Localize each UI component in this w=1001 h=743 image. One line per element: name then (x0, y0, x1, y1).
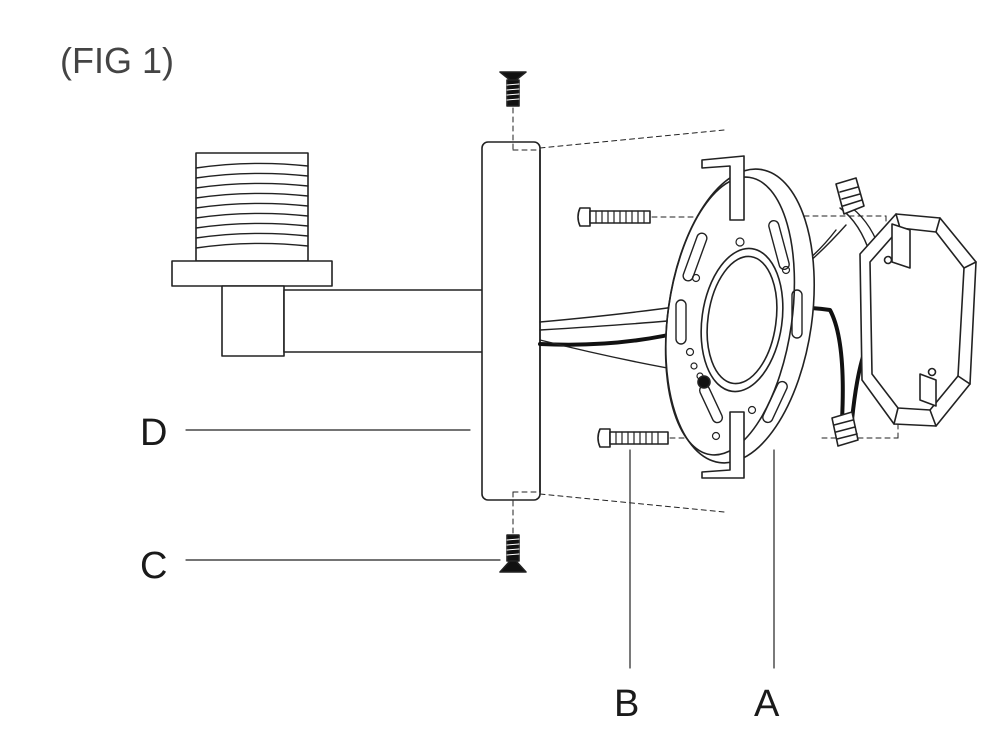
lamp-socket (171, 152, 333, 357)
callout-c: C (140, 545, 168, 587)
socket-threads (195, 162, 309, 249)
figure-title: (FIG 1) (60, 40, 174, 81)
wire-nut-bottom (831, 411, 859, 447)
mounting-bracket (664, 155, 816, 479)
junction-box (859, 213, 977, 427)
arm-tube (283, 289, 485, 353)
callout-b: B (614, 683, 640, 725)
callout-leaders (185, 429, 775, 669)
callout-a: A (754, 683, 780, 725)
mounting-screw-bottom (597, 428, 669, 448)
backplate (481, 141, 541, 501)
callout-d: D (140, 412, 168, 454)
ground-screw (697, 375, 711, 389)
screw-bottom (499, 534, 527, 573)
mounting-screw-top (577, 207, 651, 227)
wire-nut-top (835, 177, 865, 215)
screw-top (499, 71, 527, 107)
